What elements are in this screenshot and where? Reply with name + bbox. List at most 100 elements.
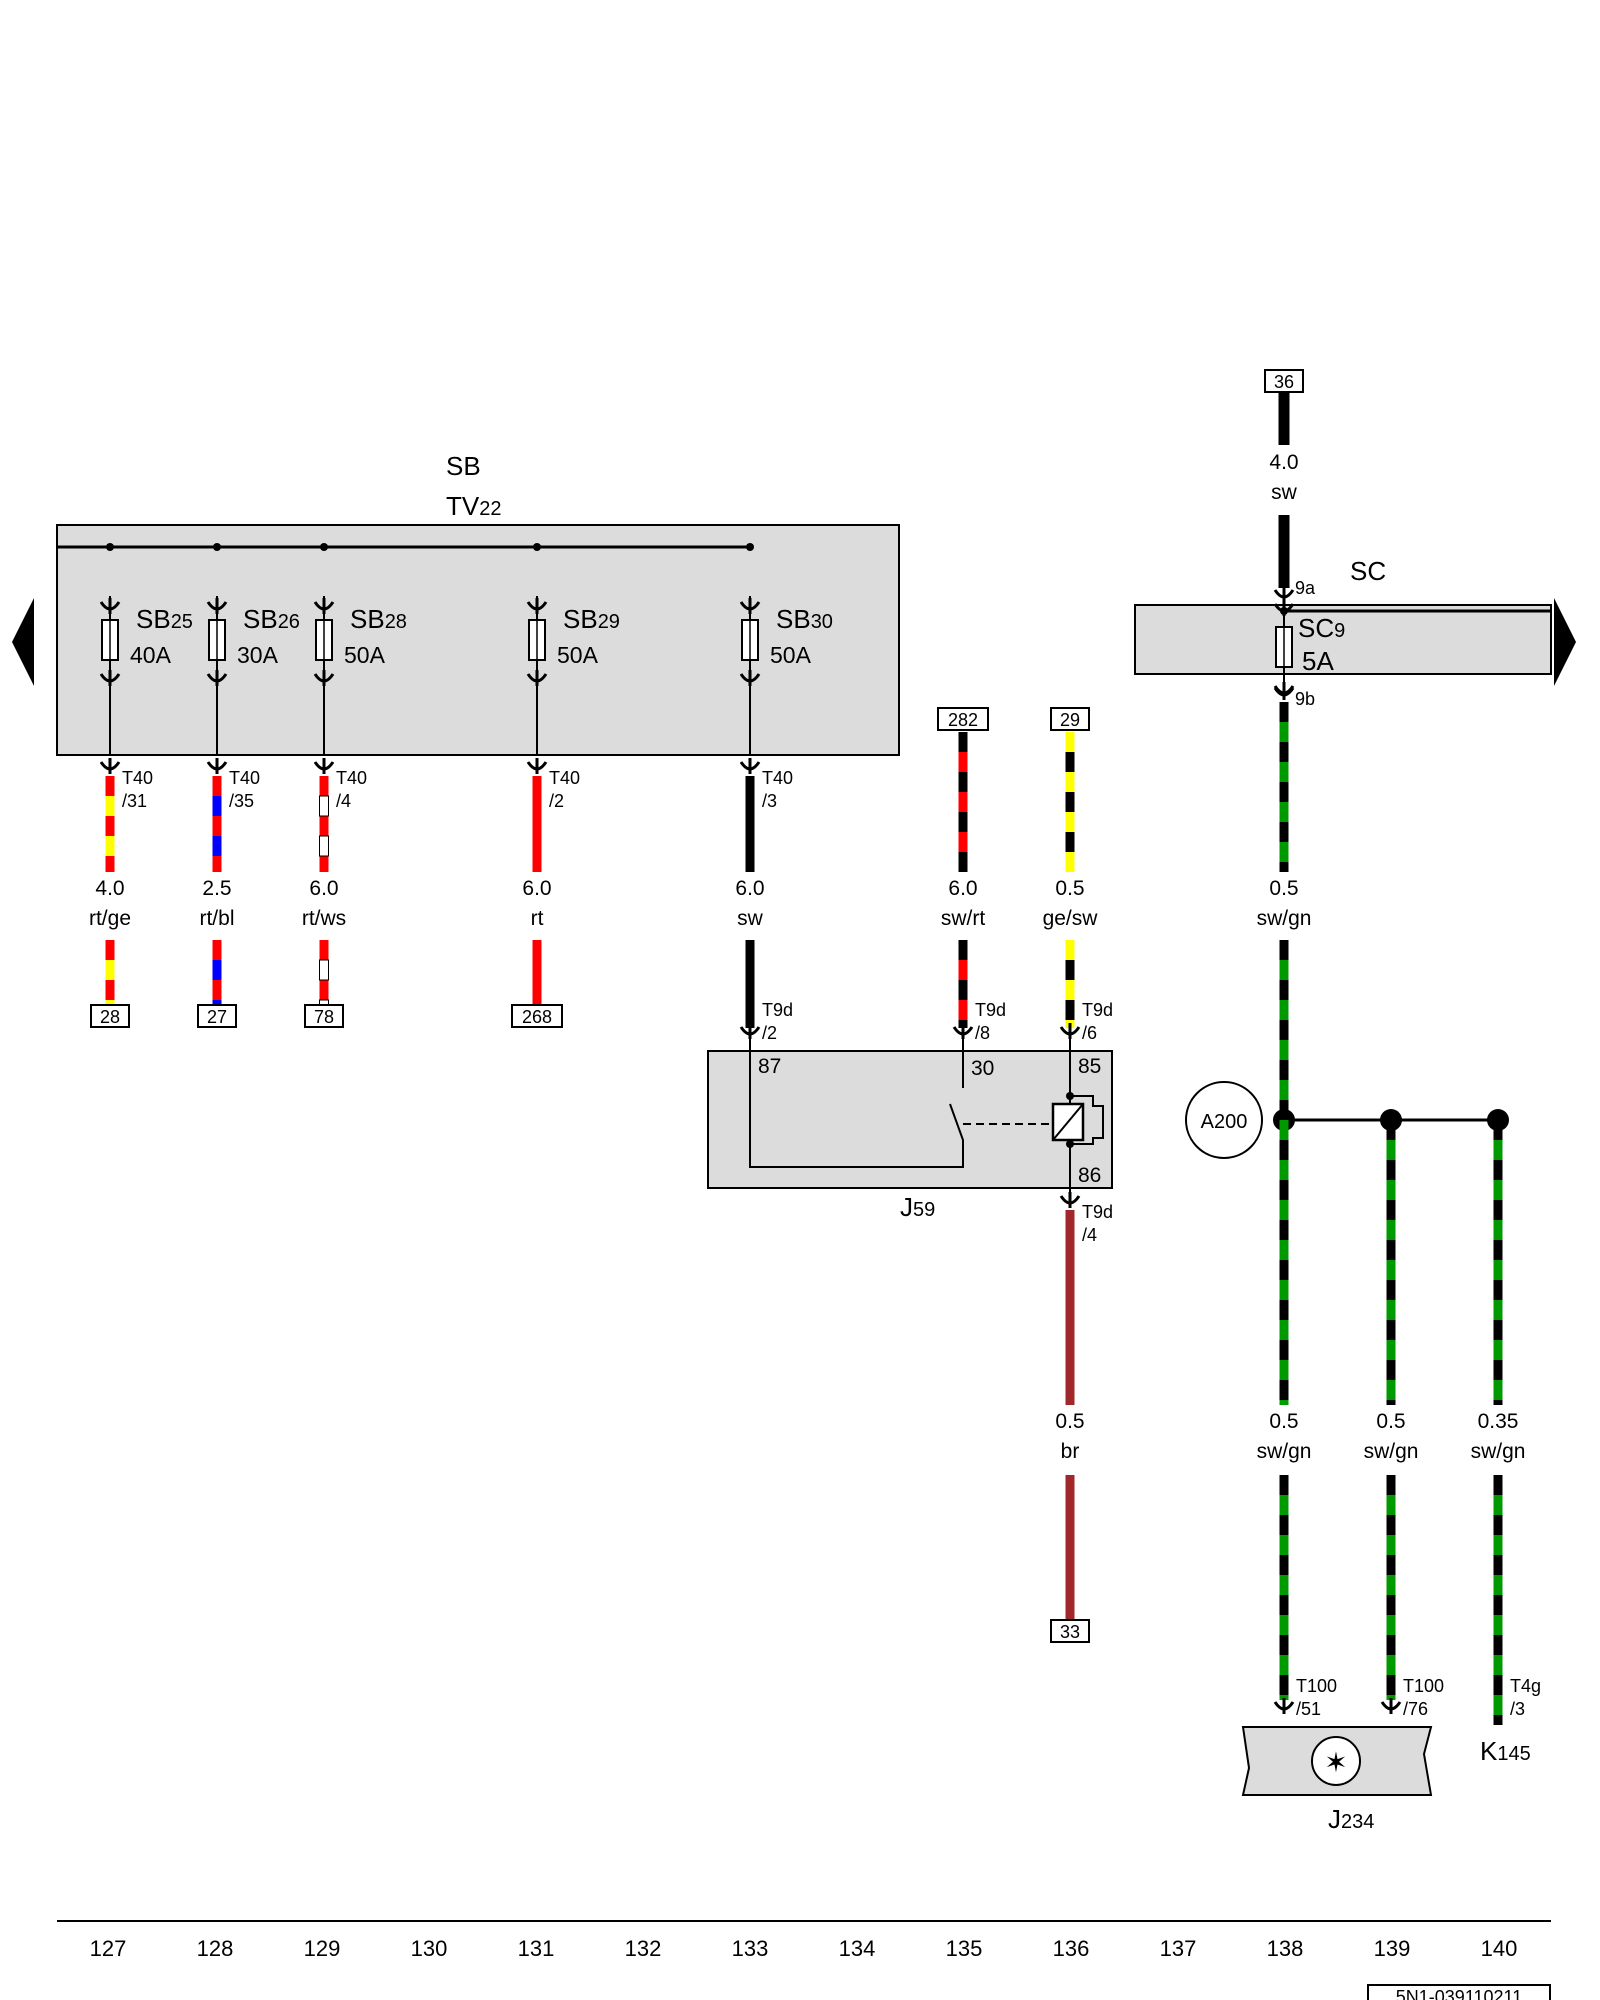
wire-29-lower-stripe [1065,1000,1075,1020]
fuse-sb26-wire-upper-stripe [212,796,222,816]
fuse-sb30-wire-lower [745,940,755,1028]
fuse-sb29-wire-upper-base [532,776,542,872]
wire-sc9-lower-stripe [1279,1040,1289,1060]
ref-36-text[interactable]: 36 [1274,372,1294,392]
wire-86-lower [1065,1475,1075,1620]
ref-282-box [937,707,989,731]
fuse-sb30-amps: 50A [770,642,812,668]
tv22-label: TV22 [446,491,501,521]
j59-term-30: 30 [971,1057,994,1080]
doc-ref-box [1367,1984,1551,2000]
wire-282-lower-base [958,940,968,1028]
fuse-sb30-conductor-label: 6.0sw [735,877,764,930]
j59-switch-contact [749,1035,964,1168]
fuse-sb28-label: SB28 [350,604,407,634]
k145-pin-a: T4g [1510,1676,1541,1696]
j59-pin-6-b: /6 [1082,1023,1097,1043]
fuse-sb25-conductor-label: 4.0rt/ge [89,877,131,930]
next-page-arrow[interactable] [1554,598,1576,686]
j59-pin-2-a: T9d [762,1000,793,1020]
wire-138-label: 0.5sw/gn [1257,1410,1312,1463]
sc9-label: SC9 [1298,613,1345,643]
doc-reference: 5N1-039110211 [1367,1984,1551,2000]
fuse-sb25-bus-node [106,543,114,551]
column-number: 138 [1267,1936,1304,1961]
fuse-sb26-conductor-label-color: rt/bl [199,907,234,930]
j59-pin-4-b: /4 [1082,1225,1097,1245]
wire-139-lower-stripe [1386,1535,1396,1555]
ref-29-text[interactable]: 29 [1060,710,1080,730]
wire-139-lower-stripe [1386,1695,1396,1700]
wire-139-lower-stripe [1386,1615,1396,1635]
wire-140-upper-stripe [1493,1300,1503,1320]
wire-282-upper-stripe [958,832,968,852]
fuse-sb26-wire-lower [212,940,222,1005]
wire-sc9-lower-stripe [1279,960,1289,980]
j59-term-85: 85 [1078,1055,1101,1078]
wire-86-upper [1065,1210,1075,1405]
j234-airbag-unit: ✶ J234 T100 /51 T100 /76 [1241,1676,1444,1834]
wire-140-lower-stripe [1493,1535,1503,1555]
wire-86-lower-base [1065,1475,1075,1620]
wire-36-label-color: sw [1271,481,1298,504]
wire-86-label-color: br [1061,1440,1080,1463]
j59-relay: J59 87 30 85 86 T9d /2 T9d /8 T9d /6 T9d… [707,1000,1113,1245]
sb-box-outline [56,524,900,756]
ref-33-text[interactable]: 33 [1060,1622,1080,1642]
fuse-sb29-wire-lower [532,940,542,1005]
fuse-sb28-conductor-label: 6.0rt/ws [302,877,346,930]
ref-282-text[interactable]: 282 [948,710,978,730]
wire-29-lower [1065,940,1075,1028]
wire-sc9-lower-stripe [1279,1320,1289,1340]
prev-page-arrow[interactable] [12,598,34,686]
j234-pin-76-a: T100 [1403,1676,1444,1696]
fuse-sb25-conductor-label-size: 4.0 [95,877,124,900]
column-number: 137 [1160,1936,1197,1961]
wire-sc9-lower-stripe [1279,1160,1289,1180]
fuse-sb30-label: SB30 [776,604,833,634]
fuse-sb25-ref-text[interactable]: 28 [100,1007,120,1027]
fuse-sb26-conductor-label-size: 2.5 [202,877,231,900]
wire-sc9-upper-stripe [1279,802,1289,822]
j59-box-outline [707,1050,1113,1189]
fuse-sb29-conductor-label-color: rt [531,907,544,930]
fuse-layer: SB2540AT40/31SB2630AT40/35SB2850AT40/4SB… [99,543,833,811]
j59-term-86: 86 [1078,1164,1101,1187]
fuse-sb28-ref-text[interactable]: 78 [314,1007,334,1027]
j59-pin-8-b: /8 [975,1023,990,1043]
fuse-sb28-wire-upper-stripe [319,835,329,857]
wire-86-label-size: 0.5 [1055,1410,1084,1433]
wire-139-lower-stripe [1386,1655,1396,1675]
wire-sc9-lower-stripe [1279,1200,1289,1220]
a200-circle [1185,1081,1263,1159]
fuse-sb28-bus-node [320,543,328,551]
wire-sc9-lower-stripe [1279,1080,1289,1100]
sc9-amps: 5A [1302,646,1334,676]
wire-sc9-lower-stripe [1279,1360,1289,1380]
wire-139-upper-stripe [1386,1300,1396,1320]
fuse-sb28-conductor-label-color: rt/ws [302,907,346,930]
wire-138-lower-stripe [1279,1495,1289,1515]
wire-139-label-color: sw/gn [1364,1440,1419,1463]
fuse-sb28-wire-lower [319,940,329,1006]
wire-282-lower [958,940,968,1028]
fuse-sb28-wire-upper-base [319,776,329,872]
fuse-sb25-wire-upper-stripe [105,836,115,856]
wire-140-lower-stripe [1493,1495,1503,1515]
fuse-sb30-conductor-label-size: 6.0 [735,877,764,900]
column-number: 135 [946,1936,983,1961]
sc-pin-9b: 9b [1295,689,1315,709]
wire-139-lower [1386,1475,1396,1700]
j234-symbol-circle [1311,1736,1361,1786]
wire-140-lower-stripe [1493,1655,1503,1675]
sc-label: SC [1350,556,1386,586]
fuse-sb29-ref-text[interactable]: 268 [522,1007,552,1027]
ref-36-box [1264,369,1304,393]
column-number: 132 [625,1936,662,1961]
fuse-sb29-ref-box [511,1004,563,1028]
wire-sc9-upper [1279,702,1289,872]
fuse-sb26-ref-box [197,1004,237,1028]
fuse-sb26-ref-text[interactable]: 27 [207,1007,227,1027]
wire-138-label-size: 0.5 [1269,1410,1298,1433]
